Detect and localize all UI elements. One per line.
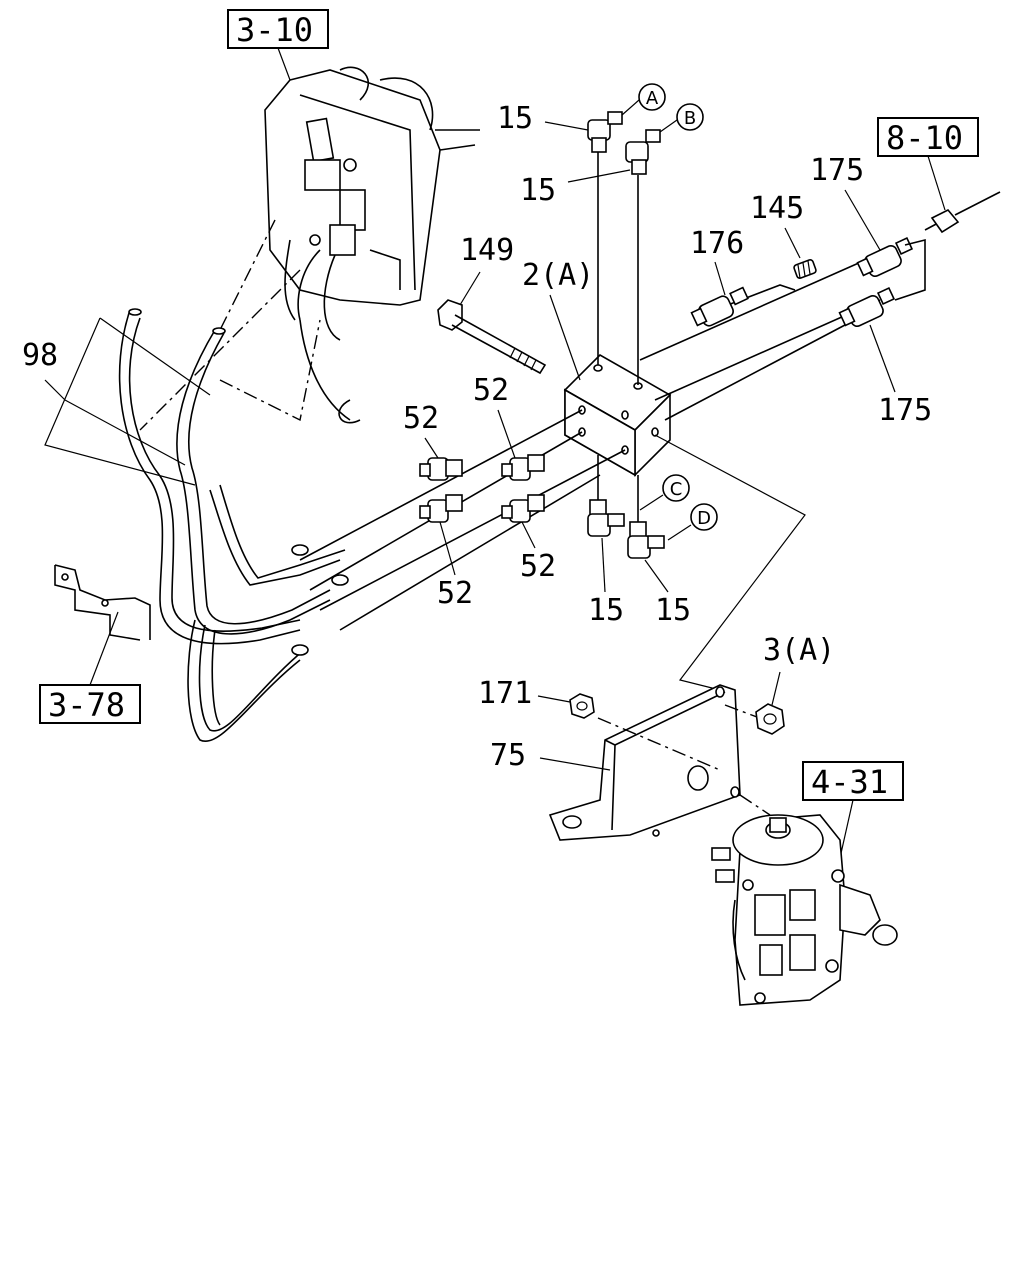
pump-drawing (711, 814, 898, 1006)
leader-175-bottom (869, 324, 896, 393)
callout-d: D (667, 503, 718, 541)
harness-wire (894, 238, 926, 301)
leader-98 (44, 379, 66, 401)
pipe-left-3 (319, 449, 626, 611)
clip-bracket-drawing (54, 564, 151, 641)
label-145: 145 (750, 191, 804, 226)
leader-149 (459, 271, 481, 306)
label-171: 171 (478, 676, 532, 711)
leader-15-a (544, 121, 589, 131)
svg-text:B: B (684, 108, 696, 129)
linkline-block-bracket (654, 434, 806, 691)
sensor-175-bottom-drawing (838, 286, 896, 327)
leader-98b (64, 399, 186, 466)
connector-8-10-drawing (930, 191, 1001, 234)
svg-text:A: A (646, 88, 659, 109)
valve-assembly-drawing (264, 66, 476, 424)
dashline-bracket-pump (739, 794, 771, 816)
fitting-52-3 (419, 494, 463, 523)
bracket-98 (44, 317, 196, 486)
leader-15-b (567, 169, 631, 183)
fitting-52-4 (501, 494, 545, 523)
callout-c: C (639, 474, 690, 511)
leader-145 (784, 227, 801, 259)
label-3a: 3(A) (763, 633, 835, 668)
svg-text:C: C (670, 479, 683, 500)
leader-52-2 (497, 409, 516, 459)
callout-b: B (659, 103, 704, 133)
label-52-4: 52 (520, 549, 556, 584)
distribution-block (563, 354, 672, 477)
ref-box-3-10[interactable]: 3-10 (227, 9, 329, 49)
svg-text:4-31: 4-31 (811, 763, 888, 801)
label-52-2: 52 (473, 373, 509, 408)
label-15-a: 15 (497, 101, 533, 136)
leader-176 (714, 261, 726, 296)
fitting-15-b (625, 129, 661, 175)
leader-75 (539, 757, 611, 771)
leader-15-c (601, 537, 606, 593)
label-15-b: 15 (520, 173, 556, 208)
leader-2a (549, 294, 581, 381)
label-52-3: 52 (437, 576, 473, 611)
svg-text:3-10: 3-10 (236, 11, 313, 49)
pipe-left-1 (299, 409, 583, 561)
nut-171-drawing (569, 693, 595, 719)
fitting-15-d (627, 521, 665, 559)
label-15-c: 15 (588, 593, 624, 628)
fitting-15-a (587, 111, 623, 153)
leader-52-1 (424, 437, 439, 459)
label-176: 176 (690, 226, 744, 261)
label-98: 98 (22, 338, 58, 373)
label-149: 149 (460, 233, 514, 268)
leader-3-78 (89, 611, 119, 686)
leader-171 (537, 695, 571, 703)
bracket-75-drawing (548, 684, 741, 841)
pipe-bundle (118, 308, 349, 743)
label-52-1: 52 (403, 401, 439, 436)
label-175-top: 175 (810, 153, 864, 188)
label-75: 75 (490, 738, 526, 773)
leader-15-d (644, 559, 669, 593)
ref-box-3-78[interactable]: 3-78 (39, 684, 141, 724)
fitting-15-c (587, 499, 625, 537)
callout-a: A (621, 83, 666, 116)
sensor-175-top-drawing (856, 236, 914, 277)
leader-52-3 (439, 521, 456, 576)
pipe-left-4 (339, 474, 601, 631)
fitting-52-1 (419, 457, 463, 481)
label-175-bottom: 175 (878, 393, 932, 428)
dashline-2 (139, 269, 301, 431)
label-2a: 2(A) (522, 258, 594, 293)
ref-box-4-31[interactable]: 4-31 (802, 761, 904, 801)
leader-98c (99, 317, 211, 396)
svg-text:3-78: 3-78 (48, 686, 125, 724)
plug-145-drawing (793, 259, 817, 279)
leader-175-top (844, 189, 881, 251)
dashline-3 (219, 319, 321, 422)
pipe-right-1 (639, 257, 871, 361)
leader-3-10 (277, 47, 291, 81)
dashline-nut-bracket (597, 717, 721, 771)
fitting-52-2 (501, 454, 545, 481)
leader-52-4 (521, 521, 536, 549)
sensor-176-drawing (690, 286, 749, 327)
label-15-d: 15 (655, 593, 691, 628)
leader-8-10 (927, 155, 946, 211)
dashline-1 (219, 219, 276, 331)
pipe-right-3 (664, 324, 846, 421)
svg-text:D: D (697, 508, 711, 529)
bolt-149-drawing (437, 299, 547, 375)
leader-3a (771, 671, 781, 706)
svg-text:8-10: 8-10 (886, 119, 963, 157)
ref-box-8-10[interactable]: 8-10 (877, 117, 979, 157)
nut-3a-drawing (755, 703, 785, 735)
